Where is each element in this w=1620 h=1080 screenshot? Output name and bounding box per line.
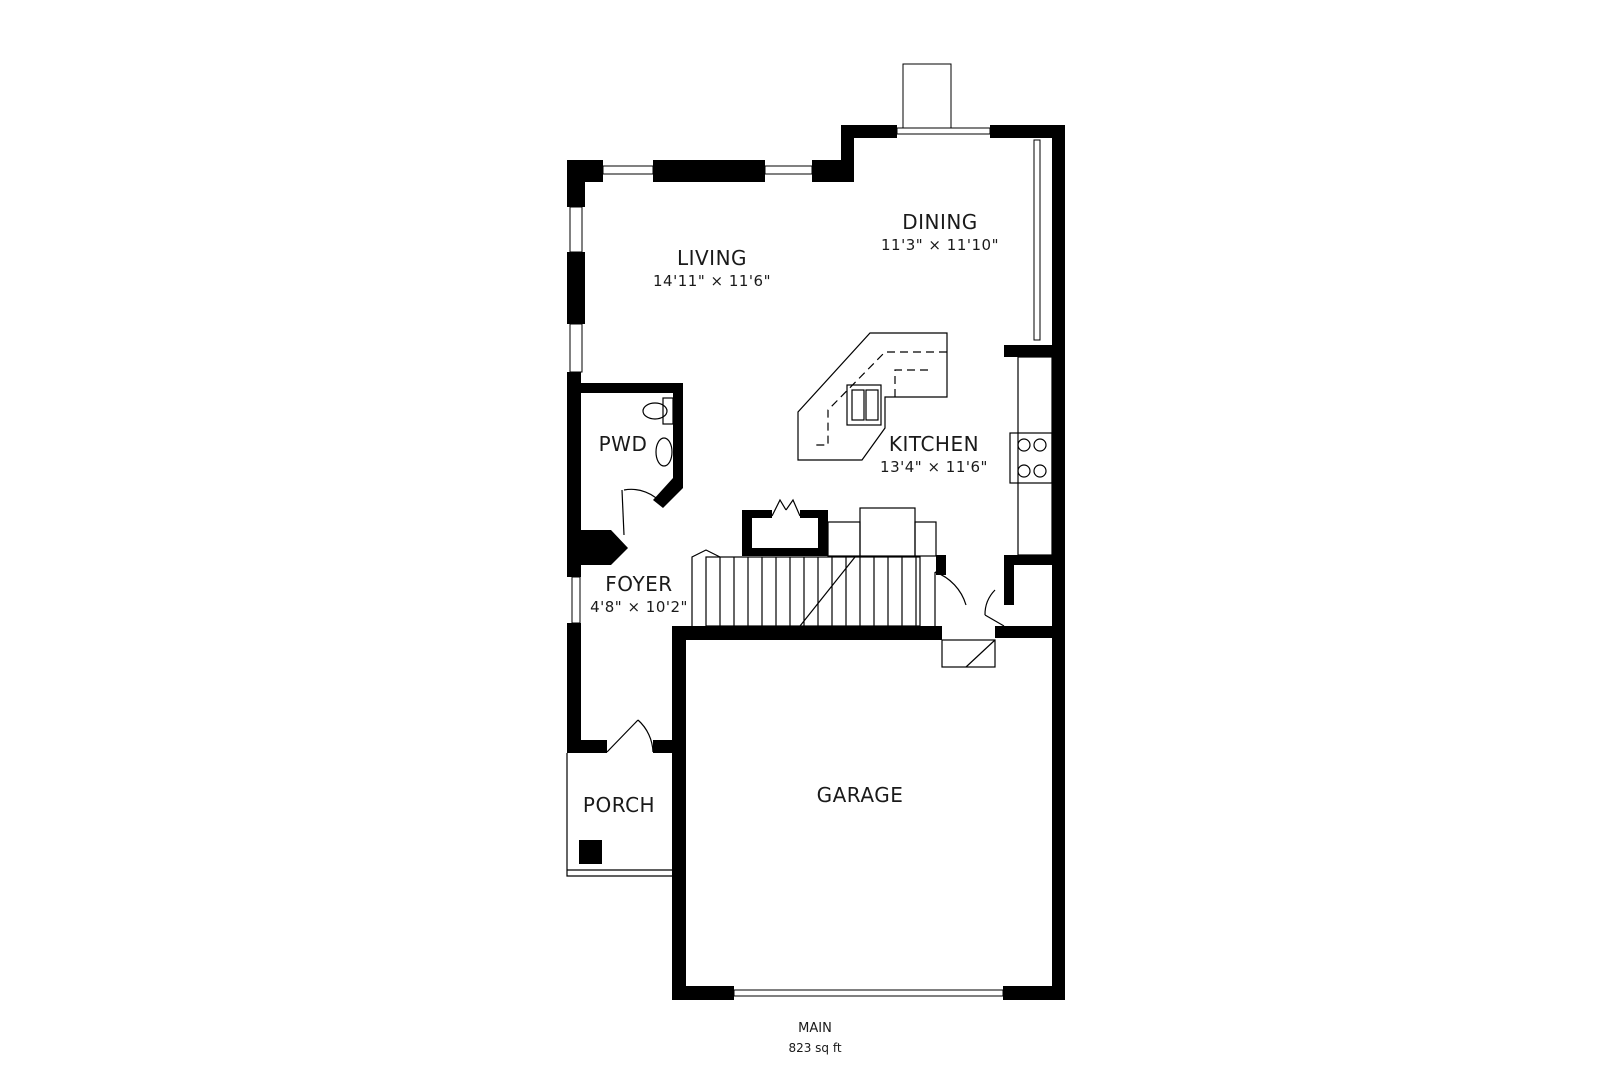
staircase [691, 549, 921, 627]
room-name-garage: GARAGE [817, 783, 904, 807]
powder-room-fixtures [642, 397, 674, 467]
room-name-dining: DINING [902, 210, 978, 234]
room-labels: LIVING 14'11" × 11'6" DINING 11'3" × 11'… [583, 210, 999, 1055]
room-name-living: LIVING [677, 246, 747, 270]
room-name-porch: PORCH [583, 793, 655, 817]
stove [1009, 432, 1053, 484]
chimney [902, 63, 952, 131]
refrigerator [859, 507, 916, 557]
doors [606, 488, 1005, 753]
room-name-foyer: FOYER [605, 572, 672, 596]
floor-area: 823 sq ft [788, 1041, 841, 1055]
kitchen-island [797, 332, 948, 461]
walls [567, 63, 1065, 1000]
room-name-kitchen: KITCHEN [889, 432, 979, 456]
room-dims-living: 14'11" × 11'6" [653, 272, 771, 290]
porch [566, 753, 672, 877]
kitchen-counter [827, 356, 1053, 557]
toilet [642, 402, 668, 420]
vanity-sink [655, 437, 673, 467]
room-dims-foyer: 4'8" × 10'2" [590, 598, 688, 616]
room-dims-kitchen: 13'4" × 11'6" [880, 458, 988, 476]
porch-column [579, 840, 602, 864]
room-dims-dining: 11'3" × 11'10" [881, 236, 999, 254]
floor-name: MAIN [798, 1021, 832, 1036]
kitchen-sink [846, 384, 882, 426]
room-name-pwd: PWD [599, 432, 648, 456]
